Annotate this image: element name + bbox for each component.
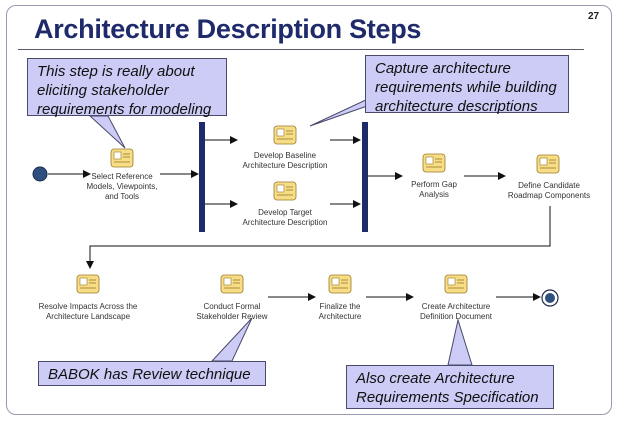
activity-icon-select-reference <box>110 148 134 168</box>
callout-line: architecture descriptions <box>375 98 538 115</box>
callout-line: Also create Architecture <box>356 370 515 387</box>
activity-icon-perform-gap <box>422 153 446 173</box>
step-select-reference: Select Reference Models, Viewpoints, and… <box>72 172 172 202</box>
step-label-line: Develop Baseline <box>253 151 317 160</box>
callout-pointer-spec <box>447 318 473 366</box>
step-label-line: Definition Document <box>419 312 493 321</box>
flow-roadmap-to-resolve <box>86 206 551 269</box>
step-label-line: Perform Gap <box>411 180 457 189</box>
step-label-line: Select Reference <box>91 172 153 181</box>
activity-icon-develop-baseline <box>273 125 297 145</box>
callout-line: requirements for modeling <box>37 101 212 118</box>
activity-icon-resolve-impacts <box>76 274 100 294</box>
callout-line: This step is really about <box>37 63 195 80</box>
activity-icon-conduct-review <box>220 274 244 294</box>
step-label-line: Architecture Landscape <box>45 312 131 321</box>
step-label-line: Conduct Formal <box>203 302 261 311</box>
step-label-line: Architecture Description <box>242 218 328 227</box>
page-number: 27 <box>588 11 600 22</box>
step-perform-gap: Perform Gap Analysis <box>394 180 474 200</box>
join-bar-2 <box>362 122 368 232</box>
step-define-roadmap: Define Candidate Roadmap Components <box>496 181 602 201</box>
callout-stakeholder-elicitation: This step is really about eliciting stak… <box>27 58 227 118</box>
activity-icon-create-definition <box>444 274 468 294</box>
slide-title: Architecture Description Steps <box>34 14 422 44</box>
activity-icon-finalize <box>328 274 352 294</box>
step-label-line: Develop Target <box>258 208 312 217</box>
step-label-line: and Tools <box>104 192 140 201</box>
callout-line: requirements while building <box>375 79 557 96</box>
step-label-line: Architecture <box>318 312 362 321</box>
callout-pointer-babok <box>210 317 253 362</box>
step-conduct-review: Conduct Formal Stakeholder Review <box>180 302 284 322</box>
step-label-line: Resolve Impacts Across the <box>38 302 138 311</box>
callout-requirements-spec: Also create Architecture Requirements Sp… <box>346 365 554 409</box>
callout-line: Requirements Specification <box>356 389 539 406</box>
callout-capture-requirements: Capture architecture requirements while … <box>365 55 569 115</box>
step-create-definition: Create Architecture Definition Document <box>408 302 504 322</box>
step-develop-target: Develop Target Architecture Description <box>225 208 345 228</box>
activity-icon-define-roadmap <box>536 154 560 174</box>
step-develop-baseline: Develop Baseline Architecture Descriptio… <box>225 151 345 171</box>
step-label-line: Define Candidate <box>518 181 580 190</box>
step-label-line: Finalize the <box>319 302 361 311</box>
end-node-inner <box>545 293 555 303</box>
fork-bar-1 <box>199 122 205 232</box>
callout-line: Capture architecture <box>375 60 511 77</box>
step-label-line: Roadmap Components <box>507 191 591 200</box>
activity-icon-develop-target <box>273 181 297 201</box>
step-label-line: Stakeholder Review <box>196 312 268 321</box>
step-label-line: Create Architecture <box>421 302 491 311</box>
callout-pointer-stakeholder <box>88 115 126 149</box>
step-label-line: Analysis <box>419 190 449 199</box>
callout-line: BABOK has Review technique <box>48 366 251 383</box>
start-node <box>32 166 48 182</box>
step-finalize: Finalize the Architecture <box>300 302 380 322</box>
title-divider <box>18 49 584 50</box>
callout-babok-review: BABOK has Review technique <box>38 361 266 386</box>
step-label-line: Architecture Description <box>242 161 328 170</box>
step-label-line: Models, Viewpoints, <box>86 182 158 191</box>
step-resolve-impacts: Resolve Impacts Across the Architecture … <box>26 302 150 322</box>
callout-line: eliciting stakeholder <box>37 82 169 99</box>
